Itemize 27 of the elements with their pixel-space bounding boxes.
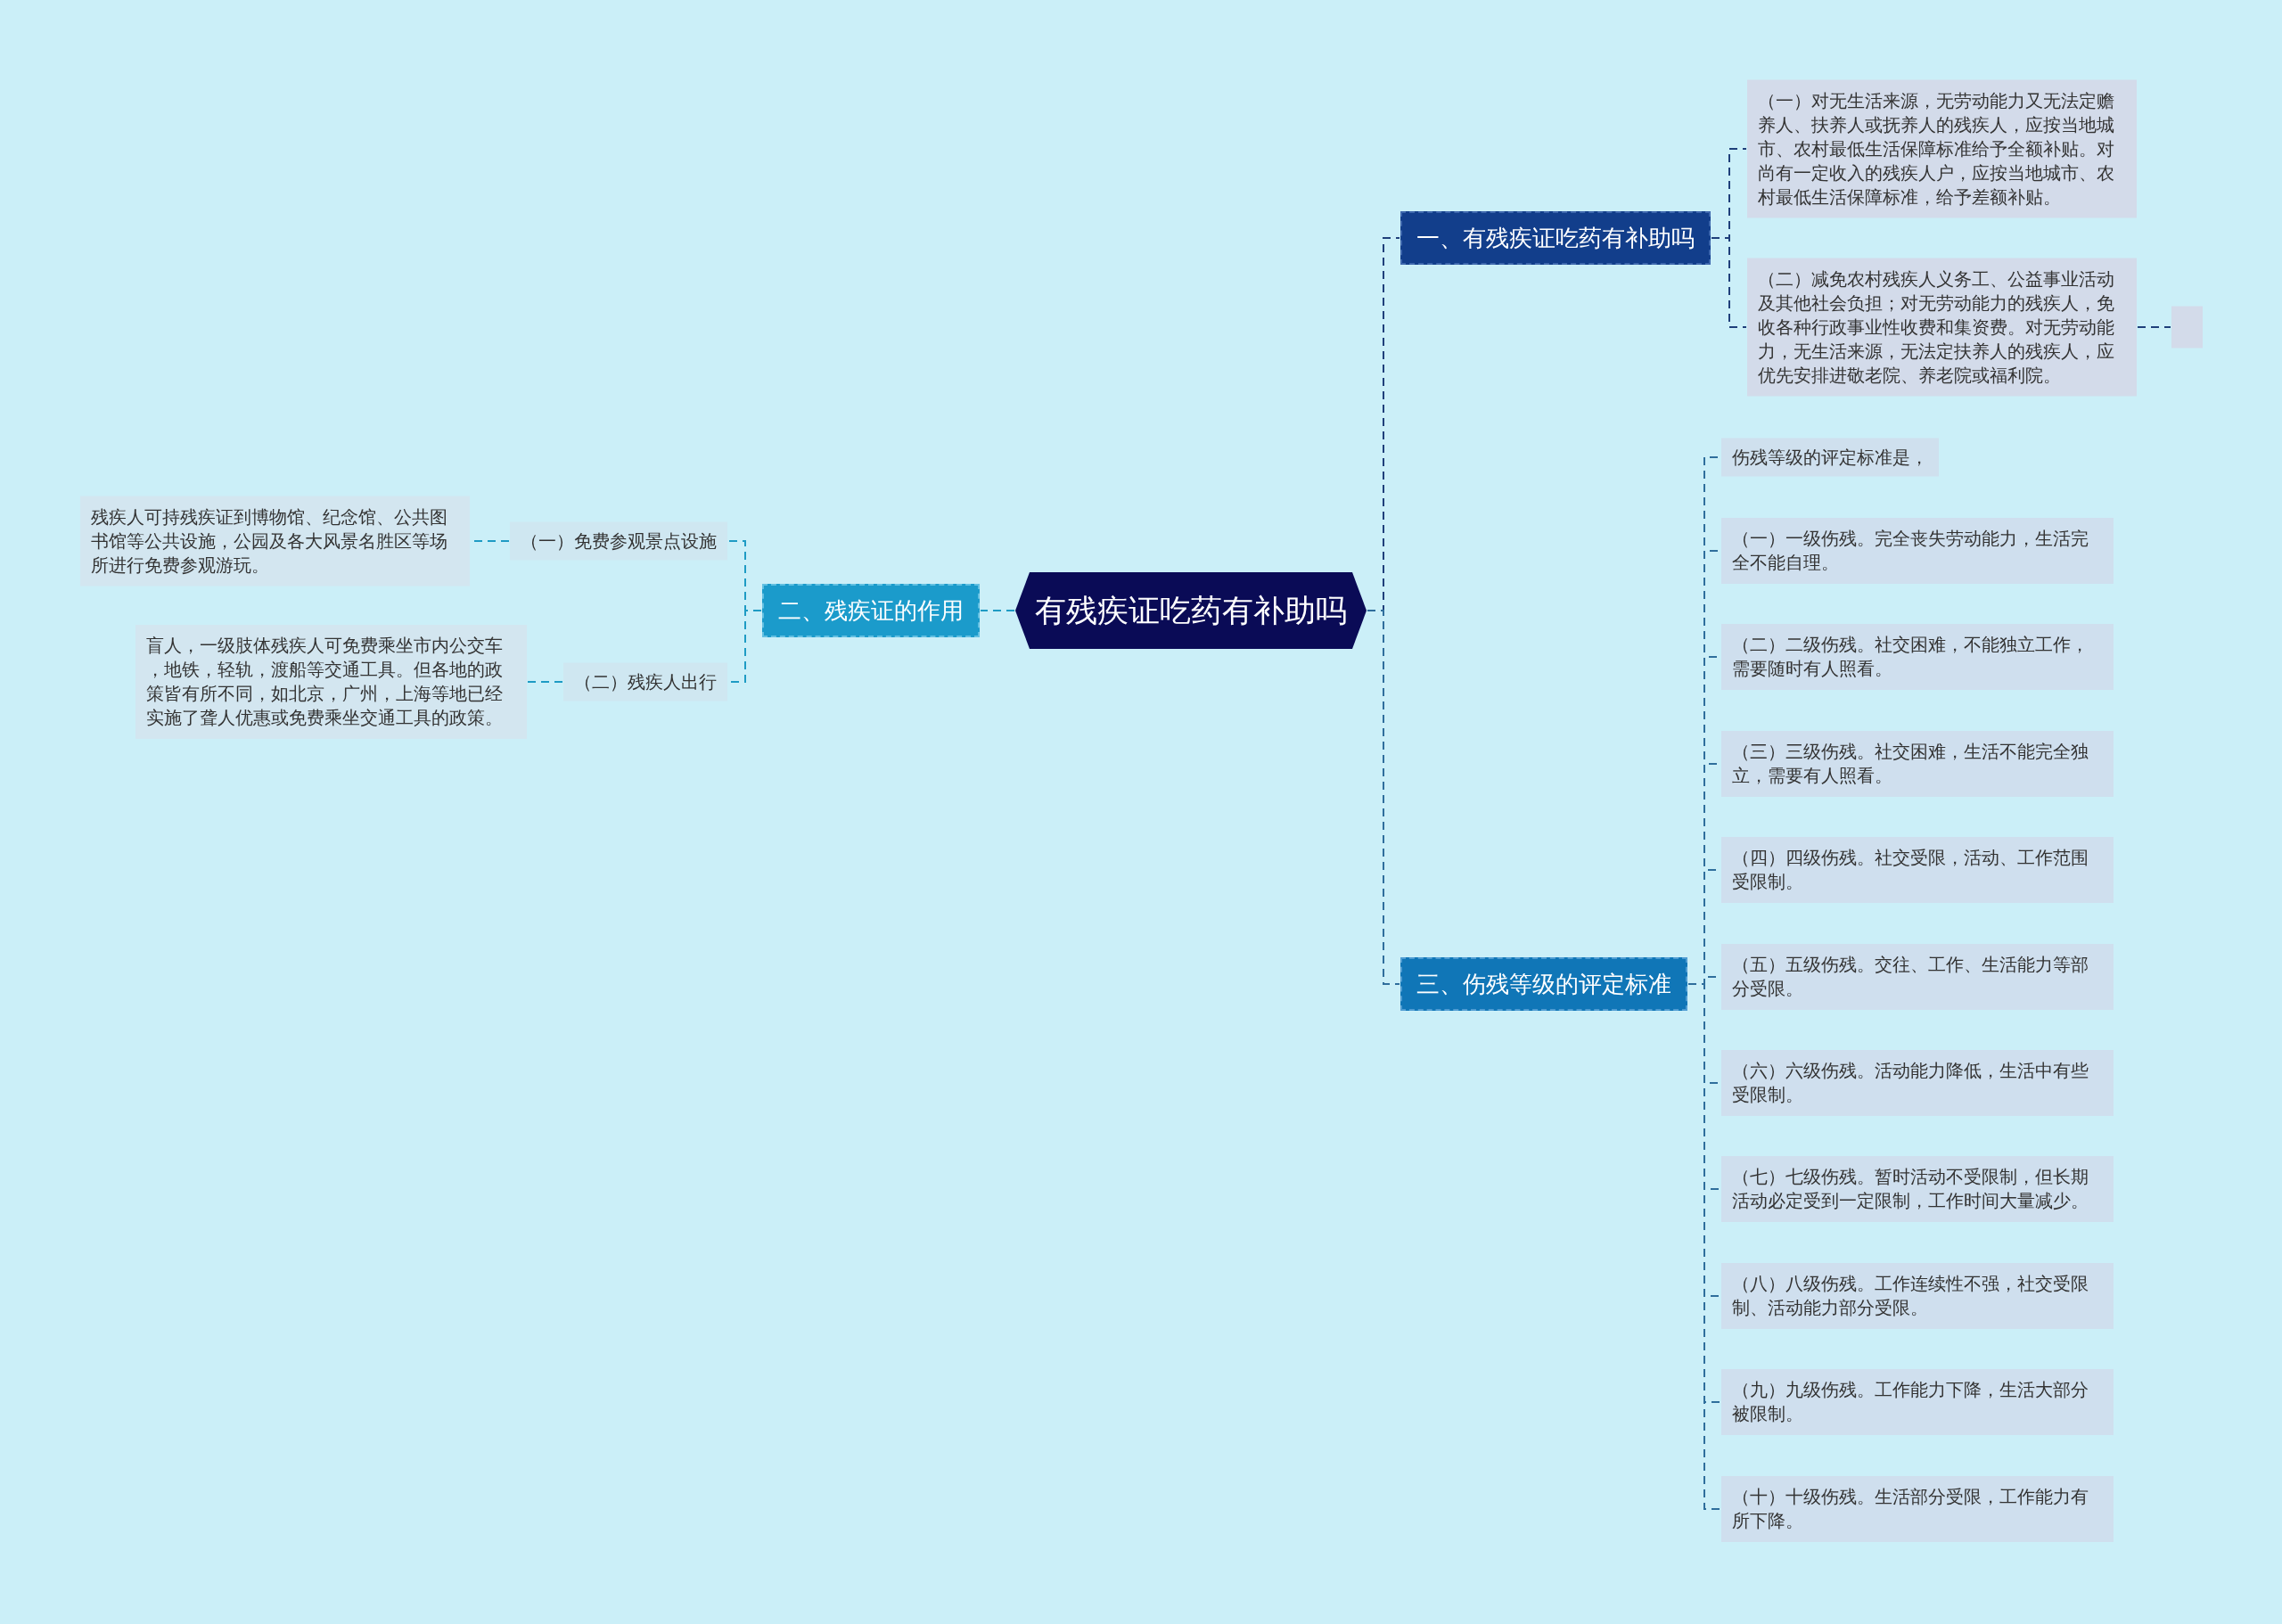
note-card: （二）减免农村残疾人义务工、公益事业活动及其他社会负担；对无劳动能力的残疾人，免收各种行政事业性收费和集资费。对无劳动能力，无生活来源，无法定扶养人的残疾人，应优先安排进敬老院、养老院或福利院。 [1747, 258, 2137, 397]
subtopic-card: （一）免费参观景点设施 [510, 521, 727, 561]
note-card: （五）五级伤残。交往、工作、生活能力等部分受限。 [1721, 944, 2114, 1010]
note-card: （七）七级伤残。暂时活动不受限制，但长期活动必定受到一定限制，工作时间大量减少。 [1721, 1156, 2114, 1222]
note-card: （三）三级伤残。社交困难，生活不能完全独立，需要有人照看。 [1721, 731, 2114, 797]
note-card: （二）二级伤残。社交困难，不能独立工作，需要随时有人照看。 [1721, 624, 2114, 690]
note-card: （四）四级伤残。社交受限，活动、工作范围受限制。 [1721, 837, 2114, 903]
blank-card [2171, 306, 2203, 349]
note-card: （八）八级伤残。工作连续性不强，社交受限制、活动能力部分受限。 [1721, 1263, 2114, 1329]
note-card: （一）对无生活来源，无劳动能力又无法定赡养人、扶养人或抚养人的残疾人，应按当地城市、农村最低生活保障标准给予全额补贴。对尚有一定收入的残疾人户，应按当地城市、农村最低生活保障标准，给予差额补贴。 [1747, 79, 2137, 218]
branch-topic: 一、有残疾证吃药有补助吗 [1400, 211, 1711, 265]
connector-line [1367, 610, 1400, 985]
note-card: （九）九级伤残。工作能力下降，生活大部分被限制。 [1721, 1369, 2114, 1435]
subtopic-card: 伤残等级的评定标准是， [1721, 438, 1939, 477]
note-card: （一）一级伤残。完全丧失劳动能力，生活完全不能自理。 [1721, 518, 2114, 584]
branch-topic: 二、残疾证的作用 [762, 584, 980, 637]
subtopic-card: （二）残疾人出行 [563, 662, 727, 701]
branch-topic: 三、伤残等级的评定标准 [1400, 957, 1687, 1011]
connector-line [980, 610, 1015, 611]
connector-line [527, 681, 563, 683]
note-card: （十）十级伤残。生活部分受限，工作能力有所下降。 [1721, 1476, 2114, 1542]
central-topic: 有残疾证吃药有补助吗 [1015, 572, 1367, 649]
note-card: （六）六级伤残。活动能力降低，生活中有些受限制。 [1721, 1050, 2114, 1116]
connector-line [1711, 237, 1747, 328]
note-card: 盲人，一级肢体残疾人可免费乘坐市内公交车，地铁，轻轨，渡船等交通工具。但各地的政策皆有所不同，如北京，广州，上海等地已经实施了聋人优惠或免费乘坐交通工具的政策。 [135, 625, 527, 739]
note-card: 残疾人可持残疾证到博物馆、纪念馆、公共图书馆等公共设施，公园及各大风景名胜区等场所进行免费参观游玩。 [80, 496, 470, 586]
connector-line [2137, 326, 2171, 328]
